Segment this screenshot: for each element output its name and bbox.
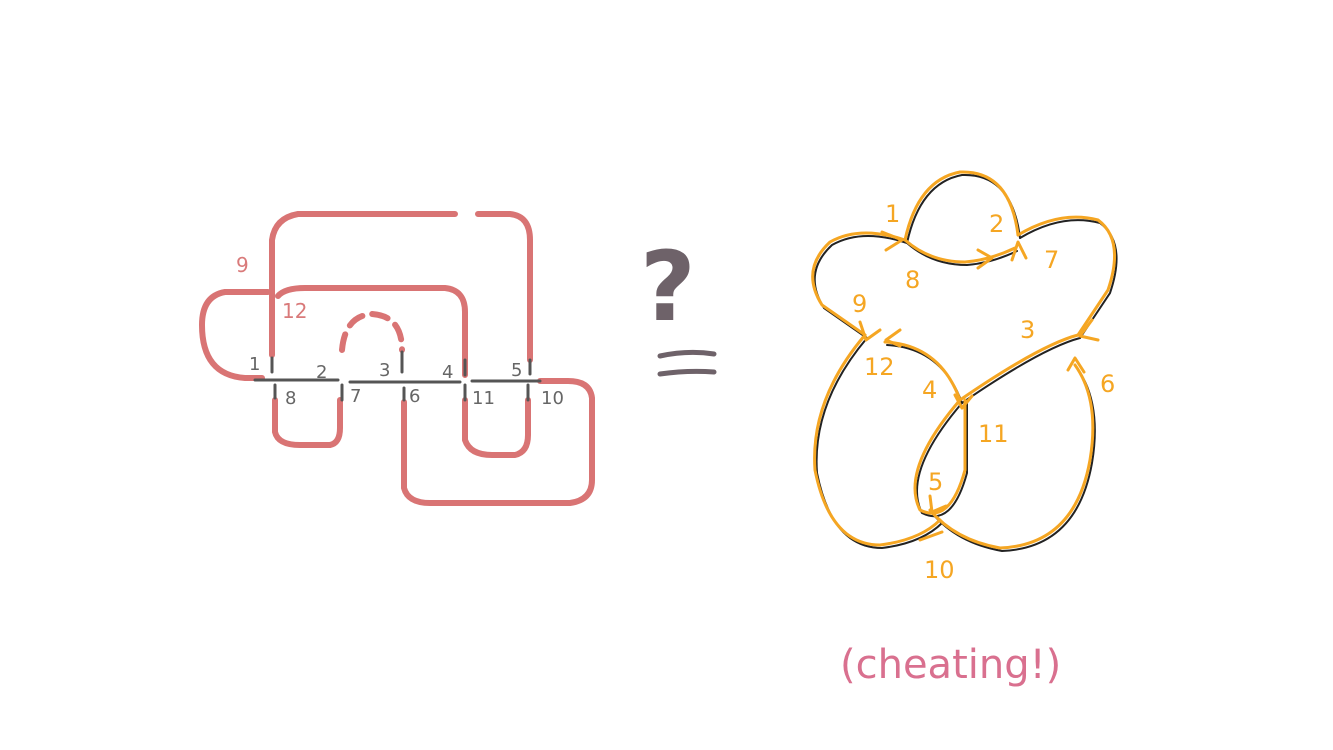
right-label-1: 1 — [885, 200, 900, 228]
equals-sign-top — [657, 349, 717, 359]
left-bottom-label-11: 11 — [472, 388, 495, 409]
left-crossing-lines — [253, 350, 542, 402]
right-label-5: 5 — [928, 468, 943, 496]
left-top-label-4: 4 — [442, 362, 453, 383]
right-label-3: 3 — [1020, 316, 1035, 344]
right-label-9: 9 — [852, 290, 867, 318]
right-label-12: 12 — [864, 353, 895, 381]
left-bottom-label-6: 6 — [409, 386, 420, 407]
left-bottom-label-8: 8 — [285, 388, 296, 409]
left-knot-diagram — [199, 211, 595, 506]
left-outer-arch — [269, 211, 458, 358]
left-bottom-u-1 — [272, 397, 343, 448]
arrow-7 — [1010, 240, 1028, 262]
caption-cheating: (cheating!) — [840, 642, 1061, 688]
question-equals: ? — [640, 231, 717, 377]
arrow-5 — [928, 494, 948, 514]
right-label-10: 10 — [924, 556, 955, 584]
arrow-6 — [1066, 356, 1086, 374]
left-label-12: 12 — [282, 299, 307, 323]
arrow-3 — [1078, 318, 1100, 342]
right-top-inner — [903, 238, 1017, 264]
arrow-9 — [858, 320, 882, 342]
left-top-label-1: 1 — [249, 354, 260, 375]
left-bottom-u-2 — [462, 397, 531, 458]
right-label-6: 6 — [1100, 370, 1115, 398]
left-top-label-2: 2 — [316, 362, 327, 383]
question-mark: ? — [640, 231, 696, 343]
equals-sign-bottom — [657, 368, 717, 377]
left-label-9: 9 — [236, 253, 249, 277]
right-knot-diagram — [811, 170, 1117, 550]
left-inner-arch — [275, 285, 468, 378]
right-crossing-10 — [918, 530, 944, 542]
right-label-2: 2 — [989, 210, 1004, 238]
right-lower-right — [928, 363, 1095, 550]
right-label-4: 4 — [922, 376, 937, 404]
left-dashed-arch — [339, 311, 405, 353]
left-top-label-5: 5 — [511, 360, 522, 381]
right-inner-loop — [913, 398, 967, 515]
right-lower-left — [813, 333, 942, 547]
right-top-lobe — [903, 170, 1020, 242]
left-top-label-3: 3 — [379, 360, 390, 381]
arrow-4 — [953, 393, 974, 410]
left-labels: 9 12 1 2 3 4 5 8 7 6 11 10 — [236, 253, 564, 409]
right-label-8: 8 — [905, 266, 920, 294]
left-bottom-big-loop — [401, 378, 595, 506]
left-bottom-label-10: 10 — [541, 388, 564, 409]
right-left-lobe — [811, 231, 907, 337]
left-outer-arch-right — [475, 211, 533, 363]
arrow-1 — [880, 230, 904, 252]
right-labels: 1 2 7 8 9 3 12 4 6 11 5 10 — [852, 200, 1115, 584]
right-right-lobe — [1016, 215, 1117, 337]
left-bottom-label-7: 7 — [350, 386, 361, 407]
right-diagonal — [958, 333, 1080, 402]
arrow-2 — [976, 248, 994, 270]
arrow-12 — [884, 328, 902, 348]
right-label-7: 7 — [1044, 246, 1059, 274]
left-side-loop — [199, 289, 271, 381]
right-label-11: 11 — [978, 420, 1009, 448]
